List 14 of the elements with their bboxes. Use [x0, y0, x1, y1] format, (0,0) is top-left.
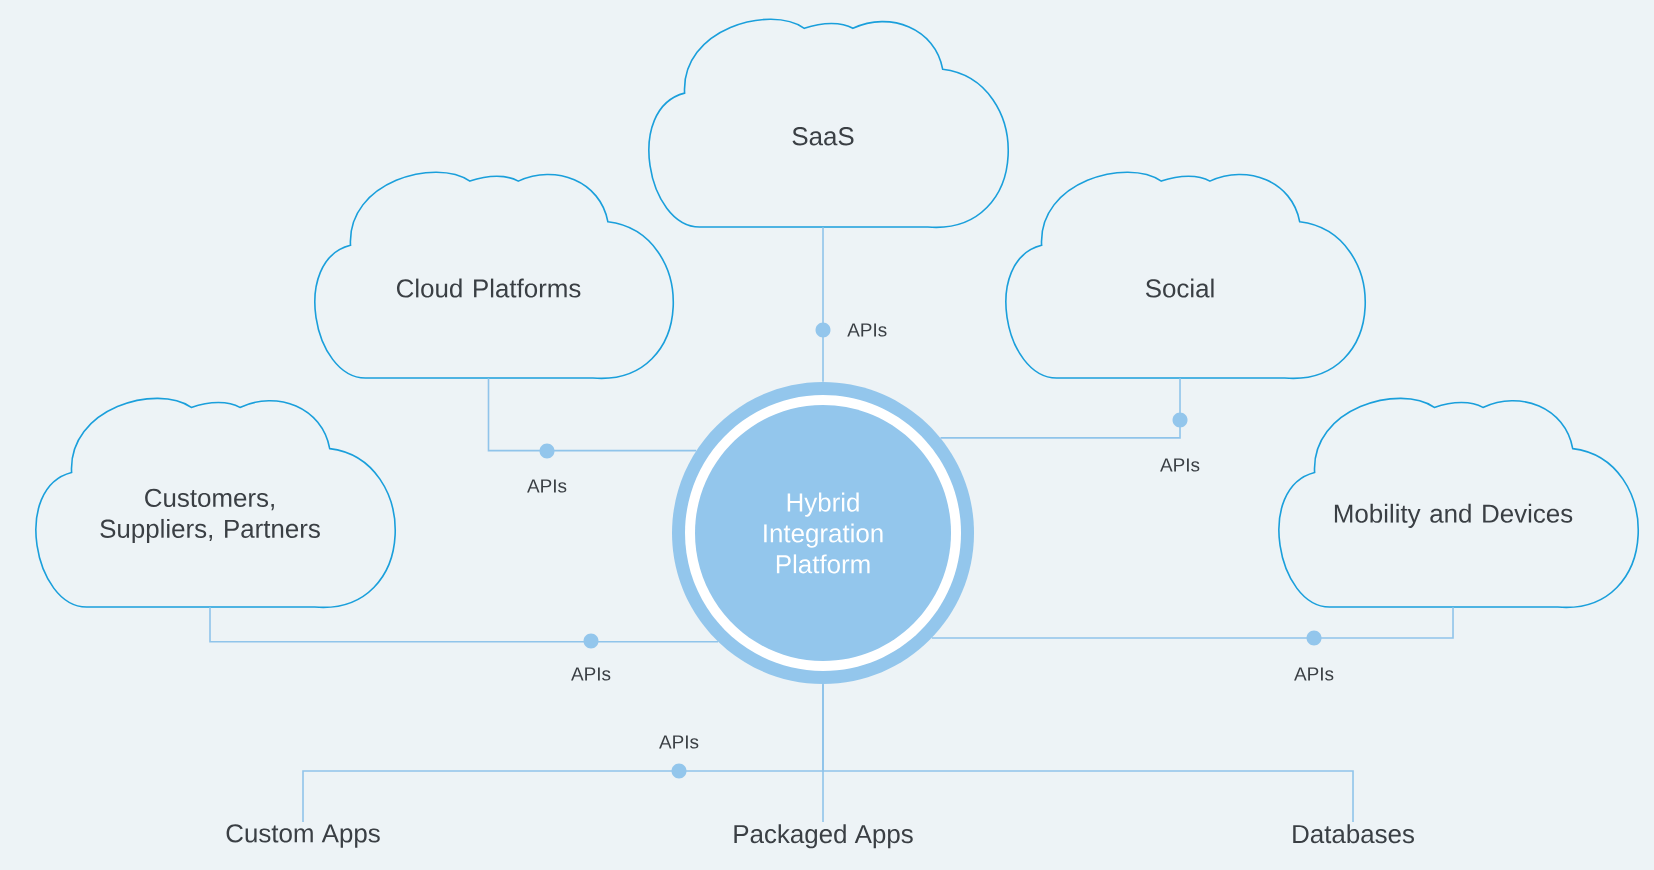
edge-label: APIs	[1294, 667, 1334, 681]
cloud: Customers, Suppliers, Partners	[35, 397, 396, 608]
text-label: Custom Apps	[226, 824, 380, 848]
edge-label: APIs	[571, 667, 611, 681]
cloud: Mobility and Devices	[1278, 397, 1639, 608]
cloud: SaaS	[648, 18, 1009, 228]
edge-label: APIs	[1160, 458, 1200, 472]
cloud: Cloud Platforms	[314, 171, 674, 379]
text-label: Packaged Apps	[734, 824, 913, 849]
cloud: Social	[1005, 171, 1366, 379]
edge-label: APIs	[527, 479, 567, 493]
text-label: Databases	[1293, 824, 1414, 844]
edge-label: APIs	[659, 735, 699, 749]
edge-label: APIs	[847, 323, 887, 337]
